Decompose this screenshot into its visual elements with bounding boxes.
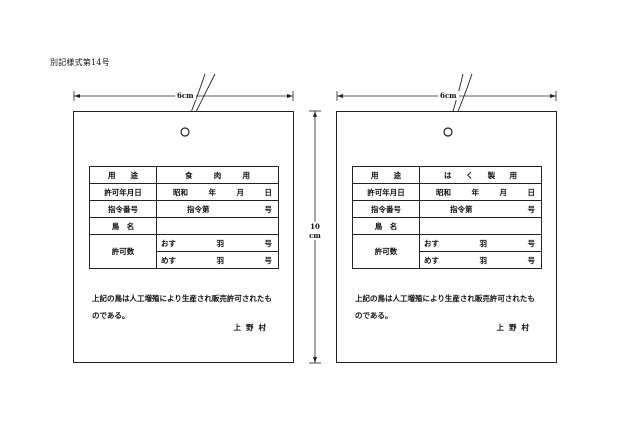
order-label: 指令番号 (89, 200, 157, 218)
date-value: 昭和 年 月 日 (436, 187, 535, 197)
row-count-female: めす 羽 号 (90, 251, 279, 269)
issuer: 上野村 (233, 323, 271, 332)
count-female: めす 羽 号 (424, 255, 535, 265)
form-title: 別記様式第14号 (50, 58, 110, 67)
tag-note: 上記の鳥は人工増殖により生産され販売許可されたものである。 (355, 294, 535, 320)
tag-card-left: 用 途 食 肉 用 許可年月日 昭和 年 月 日 指令番号 指令第 号 鳥 (73, 111, 294, 363)
tag-hole (180, 127, 190, 137)
count-male: おす 羽 号 (424, 238, 535, 248)
date-label: 許可年月日 (352, 183, 420, 201)
count-female: めす 羽 号 (161, 255, 272, 265)
issuer: 上野村 (496, 323, 534, 332)
tag-table-left: 用 途 食 肉 用 許可年月日 昭和 年 月 日 指令番号 指令第 号 鳥 (89, 166, 279, 269)
row-count-female: めす 羽 号 (353, 251, 542, 269)
row-count-male: 許可数 おす 羽 号 (352, 234, 542, 269)
count-label: 許可数 (89, 234, 157, 269)
tag-note: 上記の鳥は人工増殖により生産され販売許可されたものである。 (92, 294, 272, 320)
tag-card-right: 用 途 は く 製 用 許可年月日 昭和 年 月 日 指令番号 指令第 号 (336, 111, 557, 363)
count-male: おす 羽 号 (161, 238, 272, 248)
row-date: 許可年月日 昭和 年 月 日 (352, 183, 542, 201)
purpose-value: 食 肉 用 (185, 170, 250, 180)
row-purpose: 用 途 食 肉 用 (89, 166, 279, 184)
width-label-right: 6cm (438, 91, 459, 100)
date-label: 許可年月日 (89, 183, 157, 201)
bird-label: 鳥 名 (89, 217, 157, 235)
date-value: 昭和 年 月 日 (173, 187, 272, 197)
row-order: 指令番号 指令第 号 (89, 200, 279, 218)
purpose-label: 用 途 (89, 166, 157, 184)
bird-label: 鳥 名 (352, 217, 420, 235)
row-bird: 鳥 名 (89, 217, 279, 235)
order-value: 指令第 号 (187, 204, 272, 214)
count-label: 許可数 (352, 234, 420, 269)
tag-hole (443, 127, 453, 137)
height-value: 10 (310, 222, 320, 231)
row-bird: 鳥 名 (352, 217, 542, 235)
row-order: 指令番号 指令第 号 (352, 200, 542, 218)
bird-value (419, 217, 542, 235)
order-value: 指令第 号 (450, 204, 535, 214)
width-label-left: 6cm (175, 91, 196, 100)
row-count-male: 許可数 おす 羽 号 (89, 234, 279, 269)
purpose-label: 用 途 (352, 166, 420, 184)
tag-table-right: 用 途 は く 製 用 許可年月日 昭和 年 月 日 指令番号 指令第 号 (352, 166, 542, 269)
bird-value (156, 217, 279, 235)
order-label: 指令番号 (352, 200, 420, 218)
row-date: 許可年月日 昭和 年 月 日 (89, 183, 279, 201)
height-unit: cm (309, 231, 321, 240)
row-purpose: 用 途 は く 製 用 (352, 166, 542, 184)
height-label: 10 cm (309, 222, 321, 240)
purpose-value: は く 製 用 (444, 170, 517, 180)
